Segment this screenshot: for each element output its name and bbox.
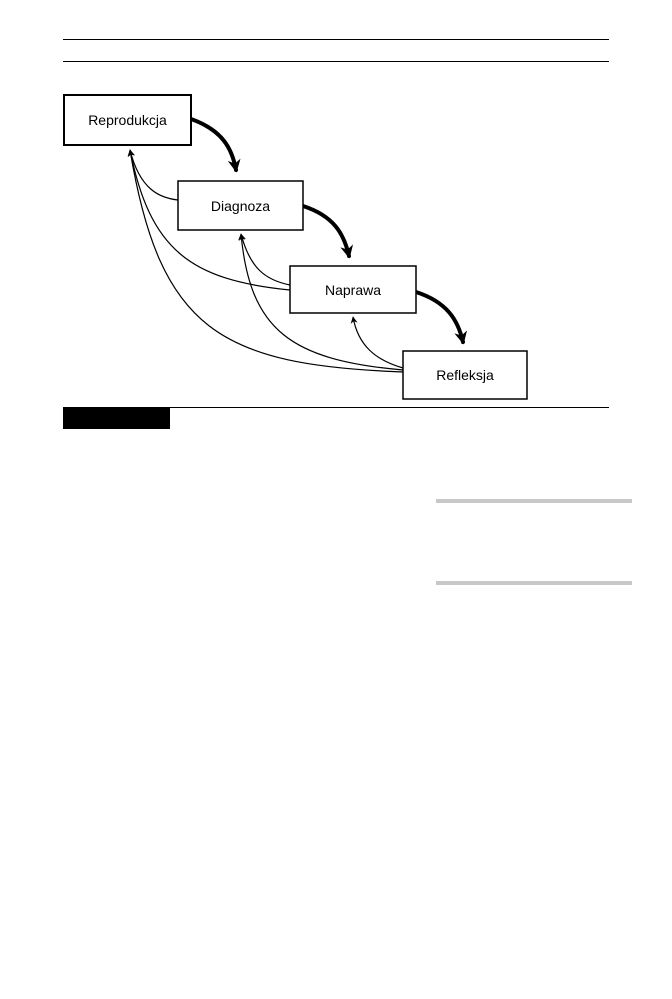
step-label-reflection: Refleksja [436, 367, 494, 383]
step-label-repair: Naprawa [325, 282, 381, 298]
step-label-diagnosis: Diagnoza [211, 198, 270, 214]
forward-arrow-diagnosis-to-repair [301, 204, 354, 259]
step-box-reflection: Refleksja [402, 350, 528, 400]
feedback-arrow-diagnosis-to-reproduction [128, 149, 179, 201]
forward-arrow-reproduction-to-diagnosis [189, 117, 241, 173]
feedback-arrow-repair-to-reproduction [127, 149, 291, 291]
sidebar-rule-top [436, 499, 632, 503]
feedback-arrow-reflection-to-reproduction [127, 149, 404, 373]
feedback-arrow-reflection-to-diagnosis [238, 233, 404, 371]
forward-arrow-repair-to-reflection [414, 290, 468, 345]
step-box-diagnosis: Diagnoza [177, 180, 304, 231]
sidebar-rule-bottom [436, 581, 632, 585]
feedback-arrow-repair-to-diagnosis [239, 233, 291, 286]
debugging-process-diagram: Reprodukcja Diagnoza Naprawa Refleksja [63, 94, 528, 400]
feedback-arrow-reflection-to-repair [350, 316, 404, 369]
header-rule-top [63, 39, 609, 40]
step-box-repair: Naprawa [289, 265, 417, 314]
step-label-reproduction: Reprodukcja [88, 112, 167, 128]
figure-caption-tab [63, 407, 170, 429]
step-box-reproduction: Reprodukcja [63, 94, 192, 146]
figure-bottom-rule [63, 407, 609, 408]
header-rule-bottom [63, 61, 609, 62]
